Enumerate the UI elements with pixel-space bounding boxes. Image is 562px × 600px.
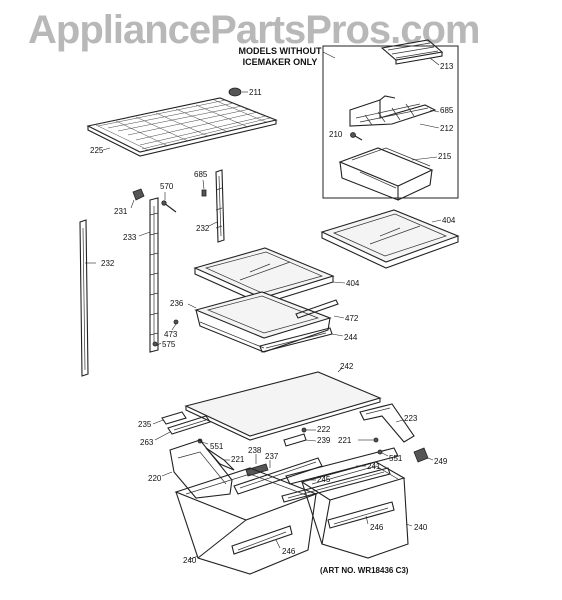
callout-225: 225 [90, 146, 104, 155]
bracket-231 [132, 188, 145, 201]
callout-237: 237 [265, 452, 279, 461]
callout-231: 231 [114, 207, 128, 216]
callout-685-b: 685 [194, 170, 208, 179]
callout-404-center: 404 [346, 279, 360, 288]
callout-220: 220 [148, 474, 162, 483]
callout-215: 215 [438, 152, 452, 161]
callout-472: 472 [345, 314, 359, 323]
callout-211: 211 [249, 88, 262, 97]
screw-575 [152, 341, 158, 347]
clip-473 [173, 319, 179, 325]
watermark: AppliancePartsPros.com [28, 8, 480, 52]
bracket-239 [283, 433, 307, 447]
callout-404-right: 404 [442, 216, 456, 225]
callout-240-right: 240 [414, 523, 428, 532]
screw-210 [350, 132, 363, 141]
callout-212: 212 [440, 124, 454, 133]
callout-244: 244 [344, 333, 358, 342]
callout-685: 685 [440, 106, 454, 115]
callout-221-left: 221 [231, 455, 245, 464]
crisper-drawer-240-left [174, 467, 318, 575]
callout-249: 249 [434, 457, 448, 466]
handle-246-left [237, 531, 287, 551]
inset-title: MODELS WITHOUT ICEMAKER ONLY [225, 46, 335, 68]
callout-223: 223 [404, 414, 418, 423]
crisper-cover-242 [184, 371, 382, 441]
cover-frame-235 [161, 411, 187, 425]
callout-570: 570 [160, 182, 174, 191]
ice-bin-support-212 [349, 95, 437, 127]
front-rail-237 [233, 457, 323, 495]
callout-221-right: 221 [338, 436, 352, 445]
rail-232-right [215, 169, 225, 243]
rail-233 [149, 197, 159, 353]
clip-551-right [377, 449, 383, 455]
clip-221-right [373, 437, 379, 443]
crisper-drawer-240-right [300, 461, 409, 559]
art-number: (ART NO. WR18436 C3) [320, 566, 409, 575]
callout-232-left: 232 [101, 259, 115, 268]
support-263 [167, 415, 211, 435]
callout-240-left: 240 [183, 556, 197, 565]
callout-235: 235 [138, 420, 152, 429]
divider-221-left [205, 447, 235, 471]
callout-473: 473 [164, 330, 178, 339]
inset-box [322, 45, 459, 199]
roller-249 [413, 447, 429, 463]
callout-551-left: 551 [210, 442, 224, 451]
clip-685 [201, 189, 207, 197]
deli-drawer-236 [194, 291, 332, 353]
callout-232-right: 232 [196, 224, 210, 233]
callout-236: 236 [170, 299, 184, 308]
callout-242: 242 [340, 362, 354, 371]
callout-551-right: 551 [389, 454, 403, 463]
rail-232-left [79, 219, 89, 377]
callout-241: 241 [367, 462, 381, 471]
clip-222 [301, 427, 307, 433]
callout-246-left: 246 [282, 547, 296, 556]
rail-241 [285, 447, 399, 485]
callout-239: 239 [317, 436, 331, 445]
ice-bin-215 [338, 147, 434, 201]
callout-213: 213 [440, 62, 454, 71]
end-frame-220 [169, 439, 233, 499]
callout-238: 238 [248, 446, 262, 455]
slide-rail-472 [295, 299, 339, 319]
handle-246-right [333, 507, 389, 525]
callout-245: 245 [317, 475, 331, 484]
callout-246-right: 246 [370, 523, 384, 532]
callout-210: 210 [329, 130, 343, 139]
callout-575: 575 [162, 340, 176, 349]
callout-263: 263 [140, 438, 154, 447]
inset-title-line2: ICEMAKER ONLY [242, 57, 318, 67]
callout-233: 233 [123, 233, 137, 242]
inset-title-line1: MODELS WITHOUT [238, 46, 322, 56]
screw-570 [161, 200, 177, 213]
ice-tray-213 [380, 39, 444, 65]
wire-shelf-225 [86, 97, 278, 157]
cap-211 [228, 87, 242, 97]
support-223 [359, 403, 415, 443]
callout-222: 222 [317, 425, 331, 434]
glass-shelf-404-right [320, 209, 460, 269]
